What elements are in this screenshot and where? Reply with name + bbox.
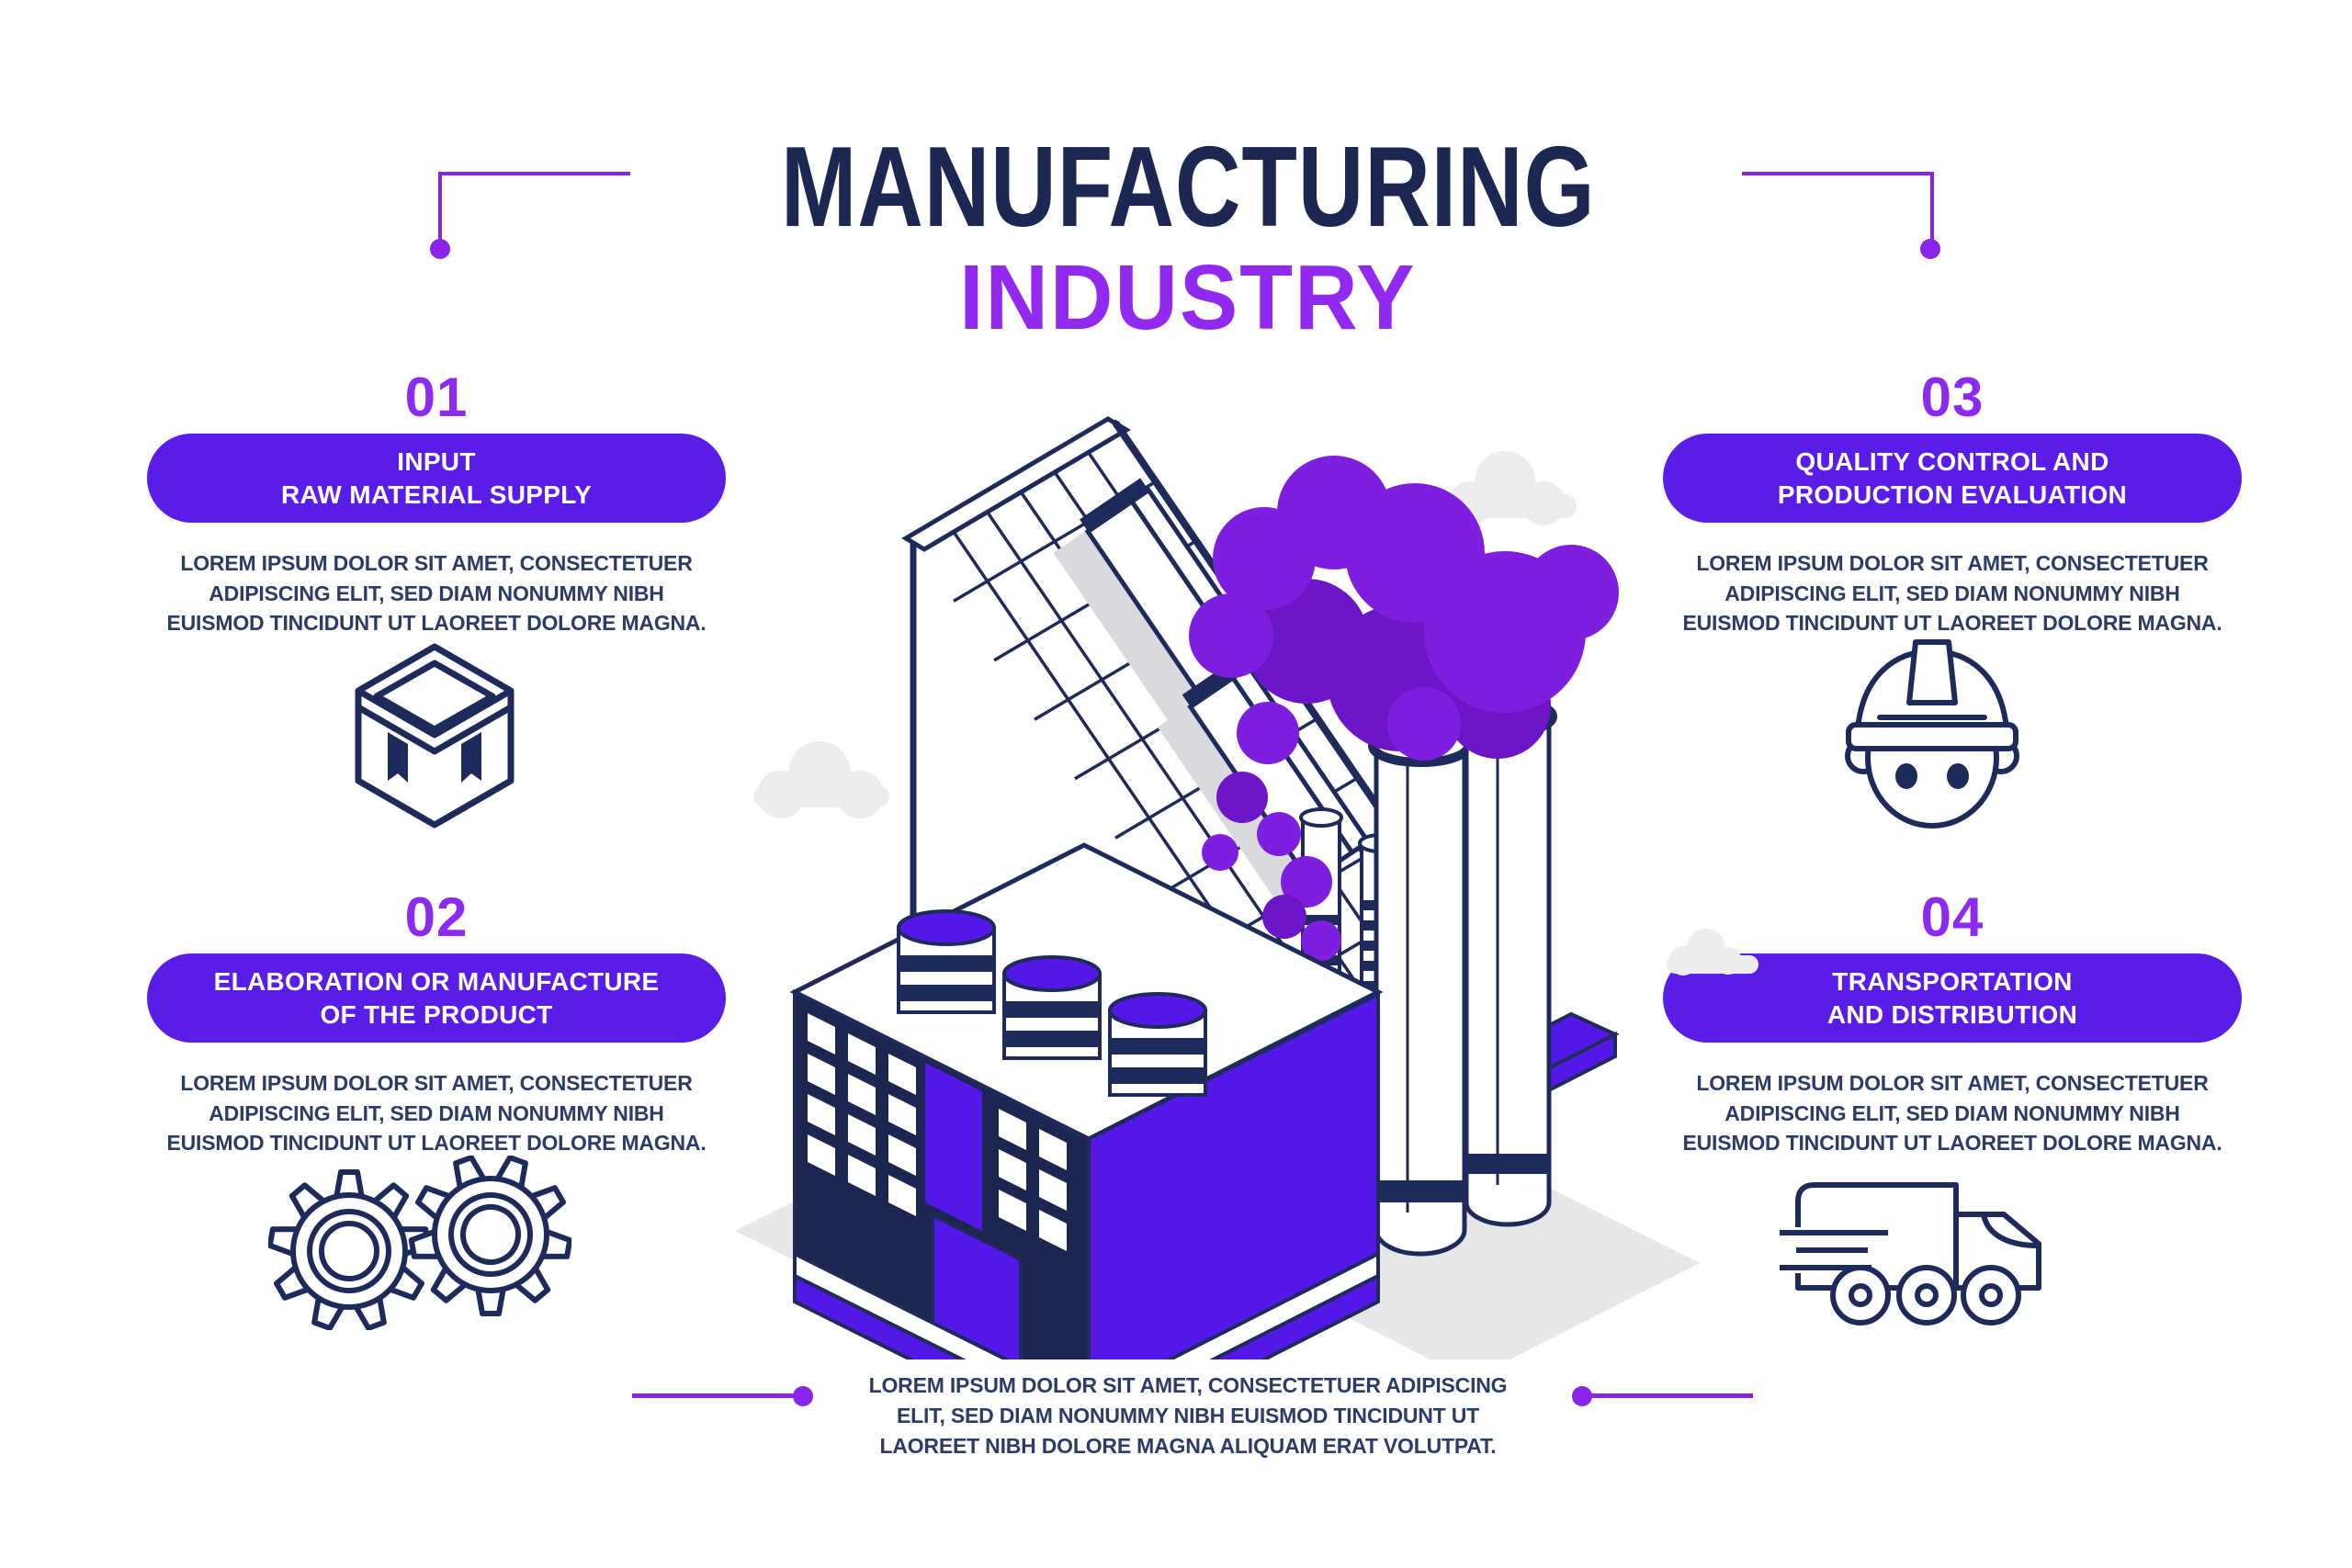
title-line-2: INDUSTRY — [959, 246, 1417, 349]
factory-wall-panel — [925, 1062, 982, 1231]
delivery-truck-icon — [1780, 1182, 2041, 1325]
factory-left-wall — [793, 989, 1091, 1359]
section-02-number: 02 — [404, 886, 469, 948]
top-left-dot — [430, 239, 450, 259]
top-left-bracket-line — [438, 172, 630, 245]
factory-right-wall — [1087, 991, 1380, 1359]
striped-chimney-1 — [1299, 807, 1343, 1080]
section-03-quality: 03 QUALITY CONTROL AND PRODUCTION EVALUA… — [1663, 367, 2242, 638]
section-02-body: LOREM IPSUM DOLOR SIT AMET, CONSECTETUER… — [166, 1071, 707, 1156]
platform-slab — [1484, 1011, 1620, 1102]
bottom-left-line — [632, 1393, 796, 1398]
section-04-heading-pill: TRANSPORTATION AND DISTRIBUTION — [1663, 953, 2242, 1043]
storage-tank-1 — [897, 909, 996, 1014]
section-01-heading-pill: INPUT RAW MATERIAL SUPPLY — [147, 434, 726, 523]
gears-icon — [268, 1156, 571, 1330]
left-gear — [269, 1172, 429, 1330]
bottom-right-dot — [1572, 1386, 1592, 1406]
section-02-elaboration: 02 ELABORATION OR MANUFACTURE OF THE PRO… — [147, 887, 726, 1158]
glass-roof-tower — [901, 416, 1483, 1197]
section-03-body: LOREM IPSUM DOLOR SIT AMET, CONSECTETUER… — [1682, 551, 2222, 636]
roof-monitor-2 — [1157, 654, 1372, 904]
purple-smoke — [1189, 456, 1619, 985]
top-right-bracket-line — [1742, 172, 1934, 245]
ground-shadow — [735, 1089, 1700, 1359]
storage-tank-2 — [1002, 955, 1102, 1060]
section-02-heading-pill: ELABORATION OR MANUFACTURE OF THE PRODUC… — [147, 953, 726, 1043]
footer-caption: LOREM IPSUM DOLOR SIT AMET, CONSECTETUER… — [868, 1373, 1508, 1458]
section-03-number: 03 — [1920, 367, 1984, 428]
factory-base-band-white — [793, 1250, 1380, 1359]
storage-tank-3 — [1108, 992, 1207, 1097]
striped-chimney-2 — [1358, 833, 1402, 1060]
factory-building — [789, 842, 1384, 1359]
section-04-number: 04 — [1920, 886, 1984, 948]
section-01-number: 01 — [404, 367, 469, 428]
right-gear — [389, 1156, 571, 1330]
factory-base-band-purple — [793, 1272, 1380, 1359]
section-04-transportation: 04 TRANSPORTATION AND DISTRIBUTION LOREM… — [1663, 887, 2242, 1158]
section-03-heading-pill: QUALITY CONTROL AND PRODUCTION EVALUATIO… — [1663, 434, 2242, 523]
section-01-input: 01 INPUT RAW MATERIAL SUPPLY LOREM IPSUM… — [147, 367, 726, 638]
isometric-factory-illustration — [735, 416, 1758, 1359]
open-box-icon — [355, 643, 514, 829]
factory-door — [931, 1212, 1023, 1359]
bottom-left-dot — [793, 1386, 813, 1406]
section-01-body: LOREM IPSUM DOLOR SIT AMET, CONSECTETUER… — [166, 551, 707, 636]
top-right-dot — [1920, 239, 1940, 259]
bottom-right-line — [1589, 1393, 1753, 1398]
cloud-top-right — [1446, 451, 1577, 525]
big-chimney-2 — [1458, 696, 1557, 1227]
big-chimney-1 — [1368, 725, 1473, 1257]
cloud-left — [753, 741, 889, 818]
page-title: MANUFACTURING INDUSTRY — [12, 130, 2352, 344]
title-line-1: MANUFACTURING — [780, 124, 1596, 251]
roof-monitor-1 — [1053, 478, 1275, 736]
worker-helmet-icon — [1845, 639, 2019, 829]
section-04-body: LOREM IPSUM DOLOR SIT AMET, CONSECTETUER… — [1682, 1071, 2222, 1156]
